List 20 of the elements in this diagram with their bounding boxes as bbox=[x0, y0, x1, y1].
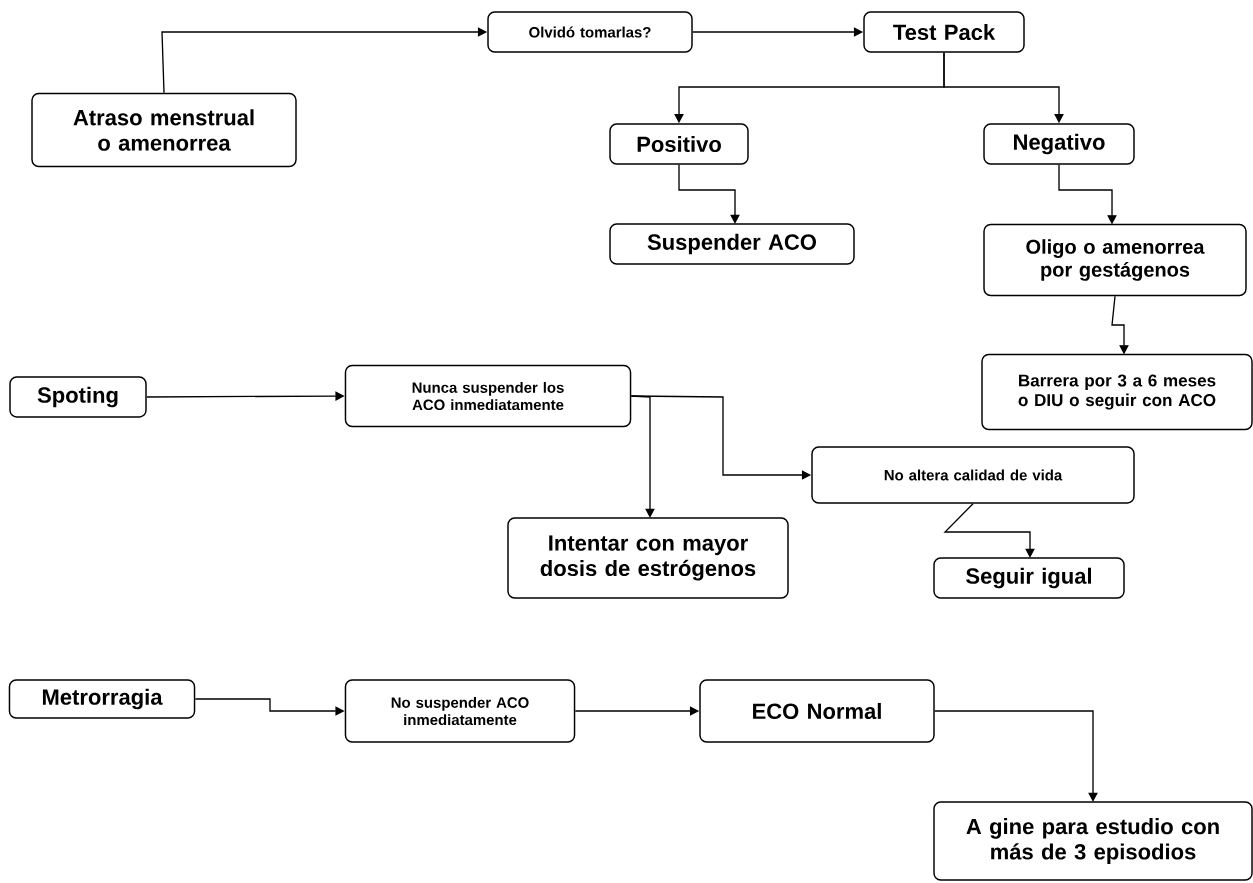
process-box: Spoting bbox=[9, 376, 147, 418]
process-box: A gine para estudio con más de 3 episodios bbox=[933, 801, 1253, 881]
process-box: Intentar con mayor dosis de estrógenos bbox=[507, 517, 789, 599]
arrow bbox=[934, 710, 1098, 802]
process-box: Nunca suspender los ACO inmediatamente bbox=[344, 364, 632, 428]
process-box: Seguir igual bbox=[933, 557, 1125, 599]
process-box: Positivo bbox=[609, 123, 749, 165]
process-box: Negativo bbox=[983, 123, 1135, 165]
process-box: Oligo o amenorrea por gestágenos bbox=[983, 223, 1247, 297]
process-box: Metrorragia bbox=[8, 679, 196, 719]
process-box: No altera calidad de vida bbox=[811, 446, 1135, 504]
process-box: ECO Normal bbox=[699, 679, 935, 743]
process-box: Olvidó tomarlas? bbox=[487, 11, 693, 53]
process-box: Barrera por 3 a 6 meses o DIU o seguir con ACO bbox=[981, 353, 1253, 431]
process-box: Test Pack bbox=[863, 11, 1025, 53]
process-box: Suspender ACO bbox=[609, 223, 855, 265]
arrow bbox=[943, 503, 1035, 558]
process-box: Atraso menstrual o amenorrea bbox=[31, 92, 297, 168]
process-box: No suspender ACO inmediatamente bbox=[344, 679, 576, 743]
arrow bbox=[678, 164, 740, 224]
